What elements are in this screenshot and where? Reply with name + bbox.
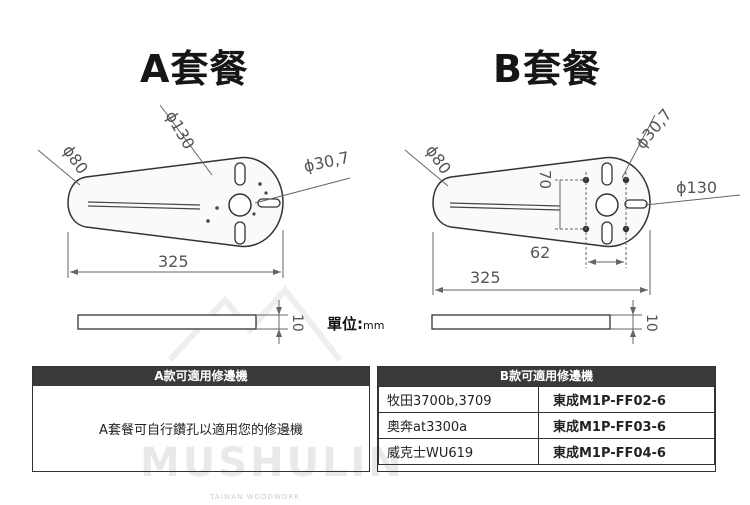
dim-b-phi30-7: ϕ30,7 [632, 105, 676, 153]
dim-b-length: 325 [470, 268, 501, 287]
unit-label-text: 單位: [327, 315, 363, 333]
dim-a-phi130: ϕ130 [162, 108, 199, 153]
table-row: 奧奔at3300a 東成M1P-FF03-6 [378, 412, 715, 439]
dim-a-phi80: ϕ80 [59, 141, 92, 177]
model-cell: 奧奔at3300a [378, 412, 539, 439]
dim-b-phi130: ϕ130 [676, 178, 717, 197]
watermark-logo: MUSHULIN [140, 440, 405, 486]
unit-label: 單位:mm [327, 313, 384, 334]
watermark-subtitle: TAIWAN WOODWORK [210, 493, 300, 501]
part-cell: 東成M1P-FF04-6 [538, 438, 715, 465]
compatibility-table: 牧田3700b,3709 東成M1P-FF02-6 奧奔at3300a 東成M1… [378, 386, 715, 465]
table-row: 威克士WU619 東成M1P-FF04-6 [378, 438, 715, 465]
plate-a-dimensions [37, 104, 351, 344]
table-row: 牧田3700b,3709 東成M1P-FF02-6 [378, 386, 715, 413]
dim-b-thickness: 10 [643, 314, 659, 332]
plate-b-dimensions [404, 114, 741, 344]
plate-b-top-view [432, 156, 651, 248]
plate-a-top-view [67, 156, 284, 248]
dim-a-thickness: 10 [289, 314, 305, 332]
title-package-b: B套餐 [493, 47, 601, 91]
unit-value: mm [363, 319, 385, 332]
dim-a-length: 325 [158, 252, 189, 271]
dim-b-h70: 70 [536, 170, 554, 189]
part-cell: 東成M1P-FF03-6 [538, 412, 715, 439]
title-package-a: A套餐 [140, 47, 249, 91]
panel-package-b: B款可適用修邊機 牧田3700b,3709 東成M1P-FF02-6 奧奔at3… [377, 366, 716, 472]
dim-a-phi30-7: ϕ30,7 [302, 148, 351, 176]
panel-b-header: B款可適用修邊機 [378, 367, 715, 386]
panel-a-description: A套餐可自行鑽孔以適用您的修邊機 [99, 423, 303, 438]
part-cell: 東成M1P-FF02-6 [538, 386, 715, 413]
panel-package-a: A款可適用修邊機 A套餐可自行鑽孔以適用您的修邊機 [32, 366, 370, 472]
model-cell: 牧田3700b,3709 [378, 386, 539, 413]
model-cell: 威克士WU619 [378, 438, 539, 465]
dim-b-phi80: ϕ80 [422, 141, 455, 177]
panel-a-body: A套餐可自行鑽孔以適用您的修邊機 [33, 386, 369, 471]
dim-b-w62: 62 [530, 243, 550, 262]
panel-a-header: A款可適用修邊機 [33, 367, 369, 386]
